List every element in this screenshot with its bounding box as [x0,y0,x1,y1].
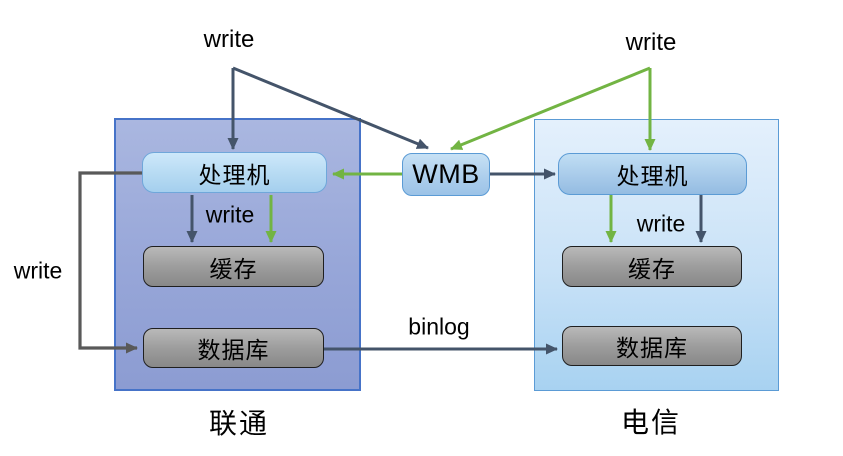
write-label-top-unicom: write [203,26,255,53]
telecom-cache-node: 缓存 [562,246,742,287]
telecom-database-label: 数据库 [616,335,688,361]
unicom-cache-node: 缓存 [143,246,324,287]
telecom-cache-label: 缓存 [628,255,676,282]
telecom-database-node: 数据库 [562,326,742,366]
unicom-processor-node: 处理机 [142,152,327,193]
wmb-broker-node: WMB [402,153,490,196]
unicom-processor-label: 处理机 [198,161,271,188]
write-label-unicom-cache: write [205,201,255,228]
unicom-database-label: 数据库 [197,337,270,363]
wmb-label: WMB [412,159,480,189]
telecom-processor-node: 处理机 [558,153,747,195]
telecom-region-title: 电信 [620,408,682,439]
write-label-unicom-database: write [13,257,63,284]
unicom-region-title: 联通 [208,409,270,440]
write-label-telecom-cache: write [636,210,686,237]
unicom-cache-label: 缓存 [209,255,258,282]
telecom-processor-label: 处理机 [616,163,689,189]
write-label-top-telecom: write [625,29,677,56]
binlog-label: binlog [408,313,470,340]
unicom-database-node: 数据库 [143,328,324,368]
